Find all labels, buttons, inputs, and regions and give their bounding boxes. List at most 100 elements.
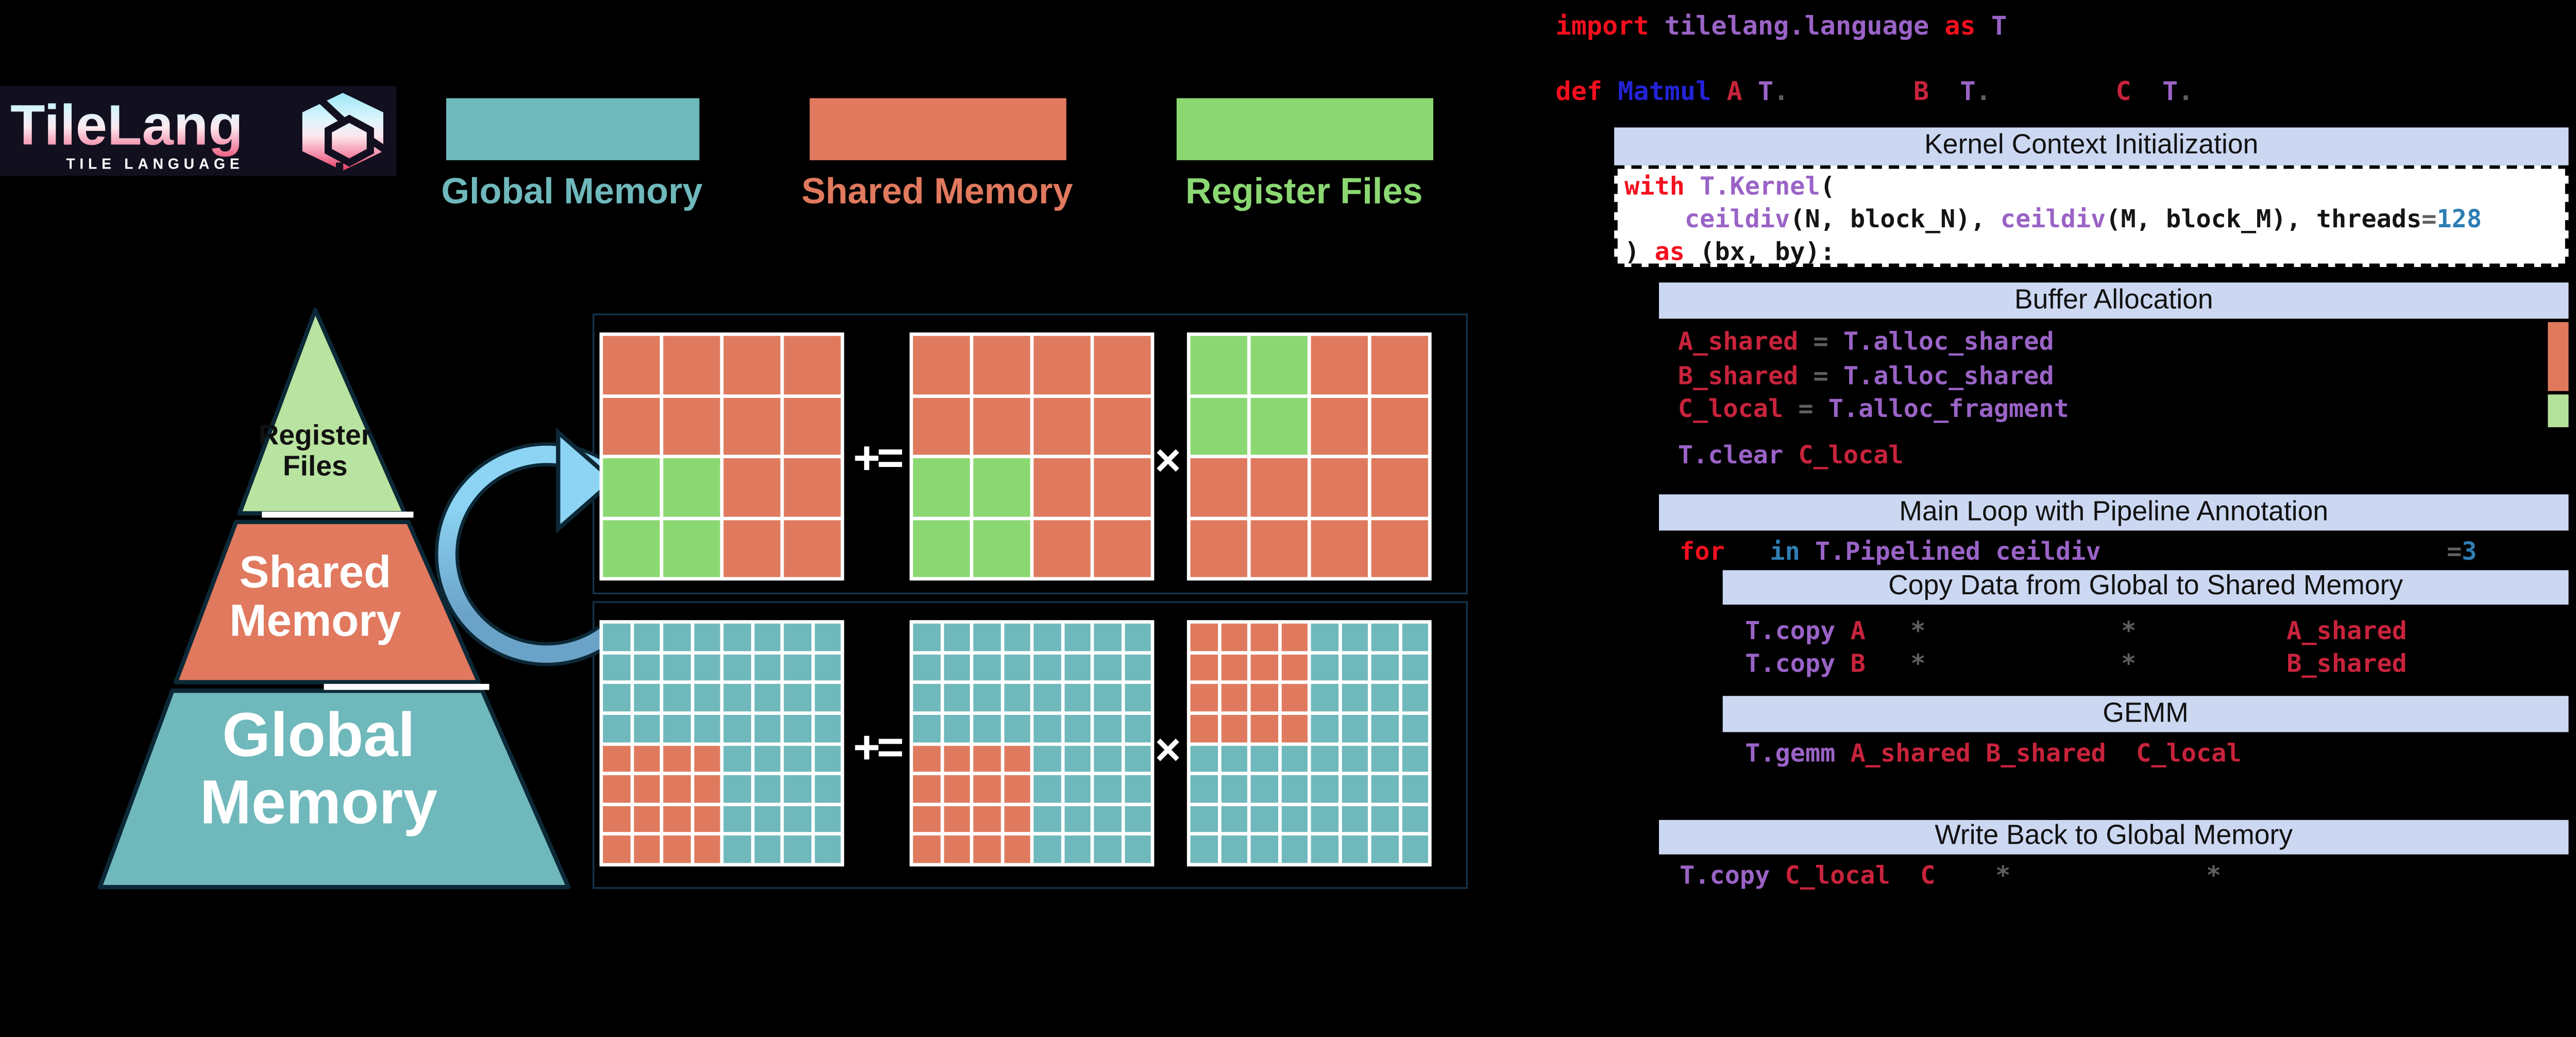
tile-cell-teal [1094, 745, 1121, 772]
tile-cell-teal [753, 623, 781, 651]
section-header-gemm: GEMM [1722, 696, 2569, 732]
tile-cell-salmon [943, 836, 970, 863]
tile-cell-teal [814, 745, 841, 772]
section-header-write-back: Write Back to Global Memory [1659, 819, 2569, 855]
tile-cell-salmon [603, 397, 660, 455]
tile-cell-salmon [1094, 336, 1151, 394]
code-token: A_shared [1677, 329, 1799, 357]
tile-cell-salmon [1371, 458, 1428, 516]
tilelang-logo: TileLang TILE LANGUAGE [0, 86, 397, 176]
tile-cell-teal [753, 745, 781, 772]
tile-cell-teal [1063, 684, 1091, 711]
tile-cell-salmon [1250, 684, 1278, 711]
tile-cell-salmon [693, 775, 720, 802]
tile-cell-salmon [784, 519, 841, 577]
tile-cell-salmon [1311, 519, 1368, 577]
tile-cell-teal [814, 806, 841, 833]
tile-cell-salmon [1003, 775, 1030, 802]
tile-cell-teal [753, 654, 781, 681]
tile-cell-teal [603, 623, 630, 651]
tile-cell-teal [814, 714, 841, 742]
code-token [1866, 651, 1911, 678]
code-token: def [1555, 76, 1603, 107]
tile-cell-teal [943, 654, 970, 681]
section-header-kernel-context: Kernel Context Initialization [1614, 127, 2569, 165]
legend-swatch-global-memory [446, 98, 700, 160]
kernel-context-code-box: with T.Kernel( ceildiv(N, block_N), ceil… [1614, 165, 2569, 267]
code-token [1602, 76, 1618, 107]
tile-cell-salmon [1094, 397, 1151, 455]
tile-cell-teal [1311, 836, 1338, 863]
code-token: * [2121, 618, 2137, 646]
code-token: C_local [1798, 442, 1904, 471]
code-token: 128 [2436, 207, 2482, 235]
tile-cell-teal [1250, 775, 1278, 802]
code-token [1929, 76, 1960, 107]
tile-cell-teal [1063, 836, 1091, 863]
code-token [1814, 396, 1828, 424]
code-token: 3 [2462, 539, 2477, 567]
tile-cell-teal [1250, 836, 1278, 863]
tile-cell-salmon [973, 336, 1030, 394]
tile-cell-teal [913, 623, 940, 651]
tile-cell-teal [1063, 623, 1091, 651]
tile-cell-teal [1281, 745, 1308, 772]
code-token: C [2115, 76, 2131, 107]
code-token [1828, 363, 1843, 391]
matrix-c-accum-tiles [909, 332, 1155, 581]
tile-cell-teal [814, 654, 841, 681]
code-token [1935, 863, 1995, 890]
code-token: (bx, by): [1700, 239, 1835, 267]
tile-cell-green [913, 519, 970, 577]
tile-cell-teal [1371, 623, 1398, 651]
code-token: . [2178, 76, 2194, 107]
tile-cell-salmon [1281, 714, 1308, 742]
tile-cell-teal [784, 836, 811, 863]
code-token: for [1680, 539, 1725, 567]
code-token: Matmul [1618, 76, 1711, 107]
shared-to-register-arrow [434, 427, 617, 666]
tile-cell-teal [603, 654, 630, 681]
logo-subtitle: TILE LANGUAGE [66, 155, 244, 173]
code-token: A [1726, 76, 1742, 107]
code-token: tilelang.language [1664, 10, 1929, 42]
tile-cell-salmon [913, 806, 940, 833]
plus-equals-operator: += [853, 432, 904, 484]
tile-cell-teal [693, 623, 720, 651]
tile-cell-teal [1094, 684, 1121, 711]
tile-cell-salmon [1190, 654, 1217, 681]
tile-cell-salmon [723, 519, 781, 577]
tile-cell-teal [1281, 836, 1308, 863]
logo-wordmark: TileLang [10, 86, 243, 165]
tile-cell-teal [663, 684, 690, 711]
tile-cell-teal [1063, 654, 1091, 681]
tile-cell-teal [1003, 654, 1030, 681]
tile-cell-teal [1341, 684, 1368, 711]
legend-label-register-files: Register Files [1185, 172, 1423, 212]
tile-cell-salmon [913, 397, 970, 455]
tile-cell-salmon [603, 806, 630, 833]
tile-cell-teal [1401, 745, 1428, 772]
code-token [1639, 240, 1654, 267]
code-token [1742, 76, 1758, 107]
code-token: ( [1820, 174, 1835, 202]
tile-cell-teal [1221, 745, 1247, 772]
tile-cell-teal [753, 684, 781, 711]
tile-cell-teal [1401, 775, 1428, 802]
tile-cell-salmon [663, 806, 690, 833]
tile-cell-teal [1063, 775, 1091, 802]
tile-cell-salmon [1281, 654, 1308, 681]
tile-cell-salmon [1221, 623, 1247, 651]
tile-cell-teal [1033, 836, 1061, 863]
tile-cell-teal [1311, 745, 1338, 772]
tile-cell-salmon [1221, 654, 1247, 681]
code-token [1711, 76, 1726, 107]
tile-cell-teal [1221, 806, 1247, 833]
code-token: B_shared [2286, 651, 2407, 679]
tile-cell-salmon [1003, 836, 1030, 863]
tile-cell-salmon [913, 836, 940, 863]
tile-cell-teal [1094, 836, 1121, 863]
tile-cell-teal [633, 684, 660, 711]
